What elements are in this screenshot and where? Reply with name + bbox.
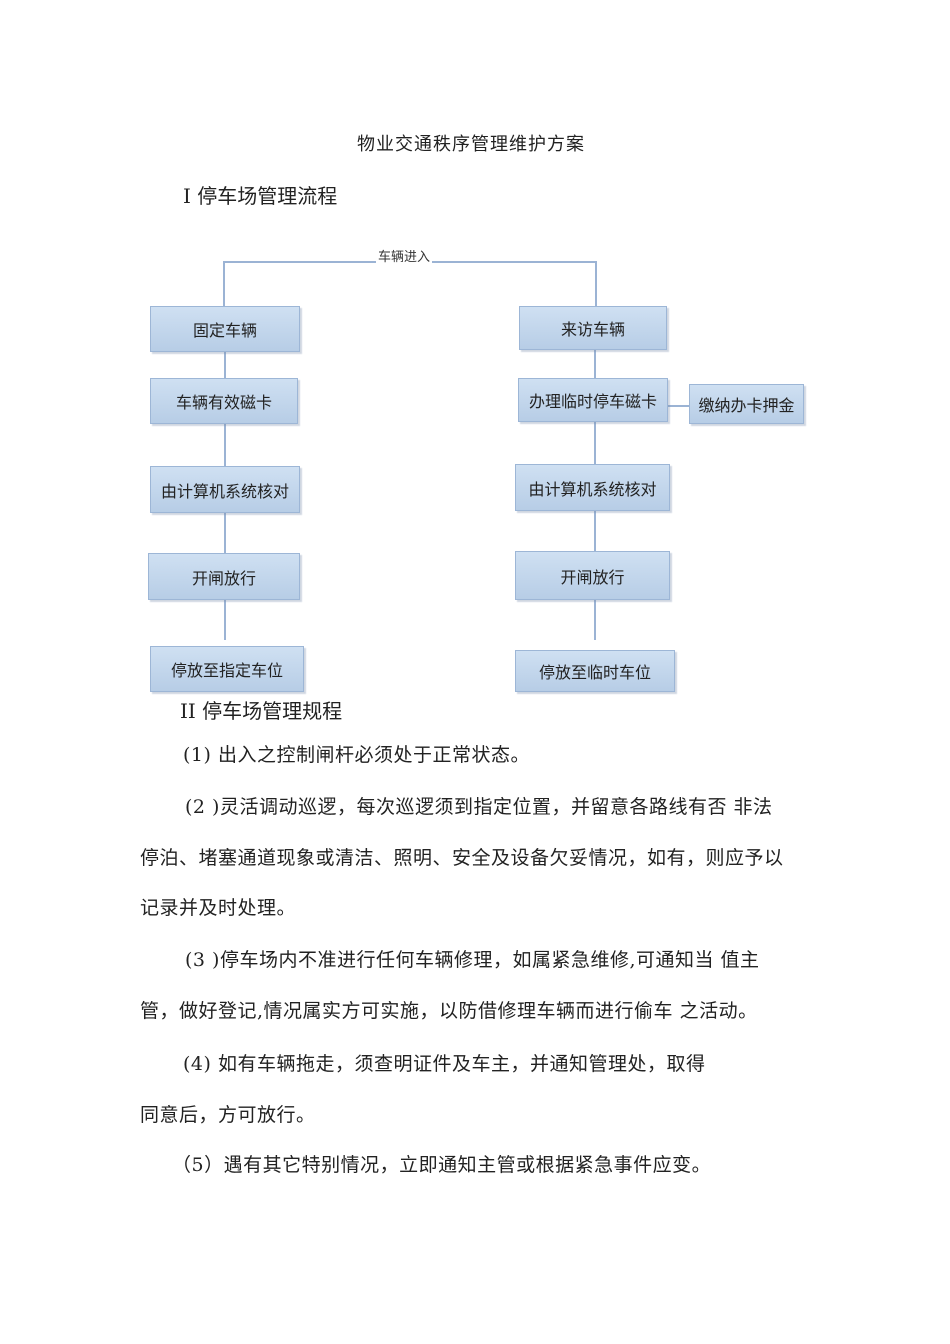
flow-box-system-check-right: 由计算机系统核对 (515, 464, 670, 511)
connector-left-2 (224, 424, 226, 466)
connector-right-1 (594, 350, 596, 378)
flow-box-fixed-vehicle: 固定车辆 (150, 306, 300, 352)
flow-box-visitor-vehicle: 来访车辆 (519, 306, 667, 350)
connector-left-1 (224, 352, 226, 378)
connector-right-drop (595, 261, 597, 307)
rule-3-line-1: (3 )停车场内不准进行任何车辆修理，如属紧急维修,可通知当 值主 (185, 949, 760, 971)
flow-box-park-temporary: 停放至临时车位 (515, 650, 675, 692)
rule-4-line-1: (4) 如有车辆拖走，须查明证件及车主，并通知管理处，取得 (183, 1053, 706, 1075)
flow-box-deposit: 缴纳办卡押金 (689, 384, 804, 424)
connector-right-2 (594, 422, 596, 464)
connector-left-drop (223, 261, 225, 307)
flow-box-open-gate-left: 开闸放行 (148, 553, 300, 600)
connector-left-4 (224, 600, 226, 640)
rule-2-line-1: (2 )灵活调动巡逻，每次巡逻须到指定位置，并留意各路线有否 非法 (185, 796, 773, 818)
connector-right-3 (594, 511, 596, 551)
connector-left-3 (224, 513, 226, 553)
flow-entry-label: 车辆进入 (376, 246, 433, 265)
section-heading-1: I 停车场管理流程 (183, 184, 338, 208)
connector-right-4 (594, 600, 596, 640)
rule-5: （5）遇有其它特别情况，立即通知主管或根据紧急事件应变。 (172, 1154, 712, 1176)
rule-2-line-3: 记录并及时处理。 (140, 897, 297, 919)
rule-2-line-2: 停泊、堵塞通道现象或清洁、照明、安全及设备欠妥情况，如有，则应予以 (140, 847, 784, 869)
flow-box-open-gate-right: 开闸放行 (515, 551, 670, 600)
connector-side (668, 405, 690, 407)
flow-box-system-check-left: 由计算机系统核对 (150, 466, 300, 513)
flow-box-temp-card: 办理临时停车磁卡 (518, 378, 668, 422)
rule-3-line-2: 管，做好登记,情况属实方可实施，以防借修理车辆而进行偷车 之活动。 (140, 1000, 758, 1022)
rule-4-line-2: 同意后，方可放行。 (140, 1104, 316, 1126)
flow-box-park-assigned: 停放至指定车位 (150, 646, 304, 692)
rule-1: (1) 出入之控制闸杆必须处于正常状态。 (183, 744, 530, 766)
section-heading-2: II 停车场管理规程 (180, 699, 343, 723)
document-title: 物业交通秩序管理维护方案 (357, 134, 585, 155)
flow-box-valid-card: 车辆有效磁卡 (150, 378, 298, 424)
